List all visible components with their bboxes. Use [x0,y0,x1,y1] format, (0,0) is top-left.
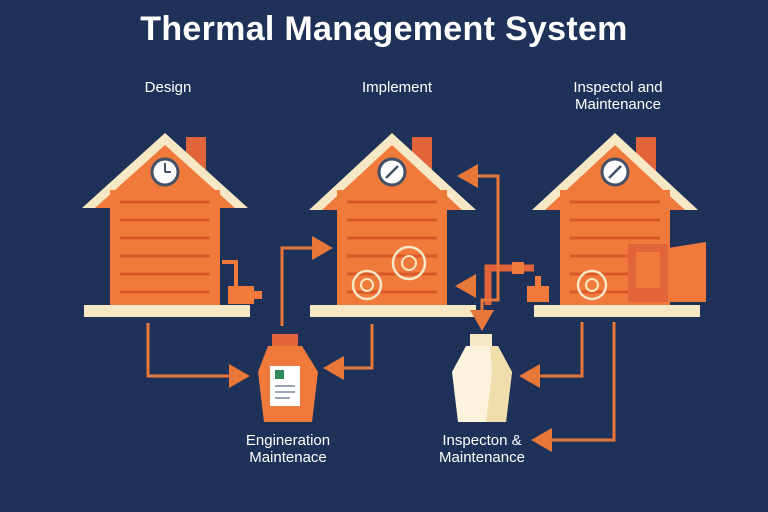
bottom-label-inspection-line2: Maintenance [439,449,525,466]
clock-icon [150,157,180,187]
bottom-label-engineering: Engineration Maintenace [228,432,348,466]
stage-label-inspect: Inspectol and Maintenance [548,79,688,113]
cabinet-icon [628,242,706,302]
gauge-icon [377,157,407,187]
bottom-label-inspection-line1: Inspecton & [442,432,522,449]
gear-icon [576,269,608,301]
flow-arrows [146,164,616,452]
valve-icon [222,260,262,304]
stage-label-inspect-line1: Inspectol and [573,79,663,96]
page-title: Thermal Management System [140,10,628,48]
bottom-label-inspection: Inspecton & Maintenance [420,432,544,466]
arrow-implement-to-engineering [323,324,374,380]
house-design [82,133,262,317]
connecting-pipe [484,262,534,305]
stage-label-implement: Implement [361,79,433,96]
document-icon [270,366,300,406]
engineering-container [258,334,318,422]
valve-icon [527,276,549,302]
arrow-implement-to-inspection [470,174,500,331]
bottom-label-engineering-line2: Maintenace [249,449,327,466]
house-inspect [527,133,706,317]
arrow-design-to-engineering [146,323,250,388]
arrow-inspect-to-label [531,322,616,452]
bottom-label-engineering-line1: Engineration [245,432,331,449]
stage-label-inspect-line2: Maintenance [575,96,661,113]
arrow-inspect-to-inspection [519,322,584,388]
gear-icon [391,245,427,281]
gear-icon [351,269,383,301]
gauge-icon [600,157,630,187]
arrow-engineering-to-implement [280,236,333,326]
inspection-container [452,334,512,422]
stage-label-design: Design [144,79,192,96]
house-implement [309,133,476,317]
